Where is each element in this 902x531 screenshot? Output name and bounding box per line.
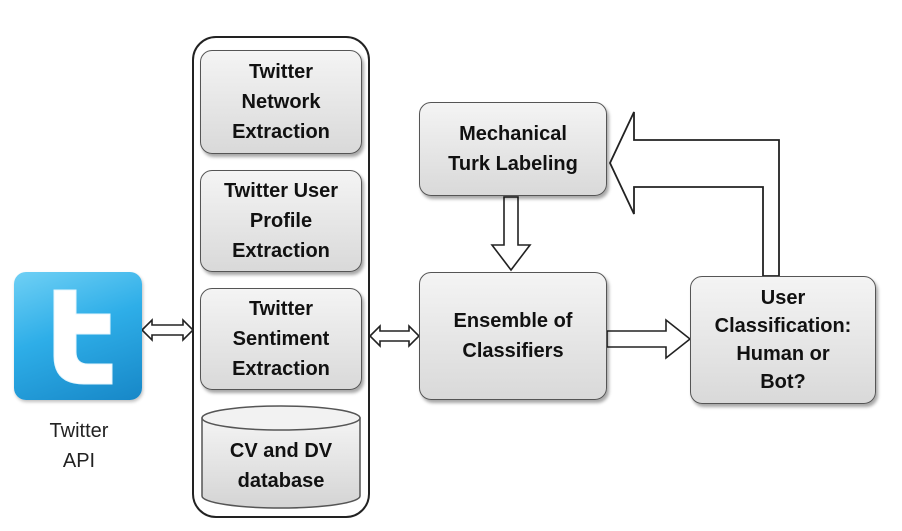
ensemble-label: Ensemble of Classifiers [453, 310, 573, 362]
database-cylinder [201, 405, 361, 509]
twitter-logo [14, 272, 142, 400]
twitter-api-label: Twitter API [49, 420, 109, 472]
network-extraction-label: Twitter Network Extraction [232, 61, 330, 143]
feedback-arrow [609, 111, 780, 277]
profile-extraction-box: Twitter User Profile Extraction [200, 170, 362, 272]
profile-extraction-label: Twitter User Profile Extraction [223, 180, 339, 262]
pipeline-ensemble-double-arrow [368, 324, 421, 348]
sentiment-extraction-label: Twitter Sentiment Extraction [232, 298, 330, 380]
ensemble-box: Ensemble of Classifiers [419, 272, 607, 400]
database-label: CV and DV database [229, 440, 333, 492]
sentiment-extraction-box: Twitter Sentiment Extraction [200, 288, 362, 390]
classification-box: User Classification: Human or Bot? [690, 276, 876, 404]
turk-to-ensemble-arrow [490, 196, 532, 272]
ensemble-to-classification-arrow [606, 318, 692, 360]
network-extraction-box: Twitter Network Extraction [200, 50, 362, 154]
classification-label: User Classification: Human or Bot? [714, 287, 852, 393]
api-pipeline-double-arrow [140, 318, 195, 342]
twitter-t-icon [53, 289, 113, 385]
mechanical-turk-box: Mechanical Turk Labeling [419, 102, 607, 196]
mechanical-turk-label: Mechanical Turk Labeling [448, 123, 578, 175]
